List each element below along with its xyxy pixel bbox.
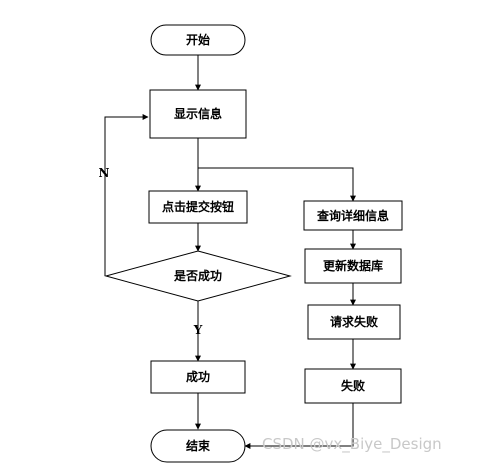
node-is-success-label: 是否成功 [173, 268, 222, 283]
node-show-info-label: 显示信息 [174, 106, 222, 121]
edge-show-to-query [198, 167, 356, 202]
node-update-db-label: 更新数据库 [323, 258, 383, 273]
node-click-submit-label: 点击提交按钮 [162, 199, 234, 214]
node-success: 成功 [150, 360, 246, 394]
node-end-label: 结束 [186, 438, 211, 453]
node-fail: 失败 [304, 368, 402, 404]
node-fail-label: 失败 [341, 378, 365, 393]
node-request-fail-label: 请求失败 [330, 314, 378, 329]
node-start-label: 开始 [186, 32, 210, 47]
edge-fail-to-end [244, 403, 354, 449]
node-query-detail-label: 查询详细信息 [316, 208, 389, 223]
node-show-info: 显示信息 [149, 89, 247, 139]
node-update-db: 更新数据库 [304, 248, 402, 284]
edge-no-label: N [99, 166, 110, 180]
node-query-detail: 查询详细信息 [303, 200, 403, 231]
node-is-success: 是否成功 [104, 250, 292, 302]
node-start: 开始 [150, 24, 246, 56]
edge-decision-no-loop [104, 114, 149, 276]
watermark: CSDN @vx_Biye_Design [262, 435, 442, 453]
node-click-submit: 点击提交按钮 [148, 190, 248, 224]
connectors [104, 55, 356, 449]
node-request-fail: 请求失败 [307, 304, 401, 340]
node-end: 结束 [150, 429, 246, 463]
edge-yes-label: Y [193, 323, 203, 337]
node-success-label: 成功 [186, 369, 210, 384]
